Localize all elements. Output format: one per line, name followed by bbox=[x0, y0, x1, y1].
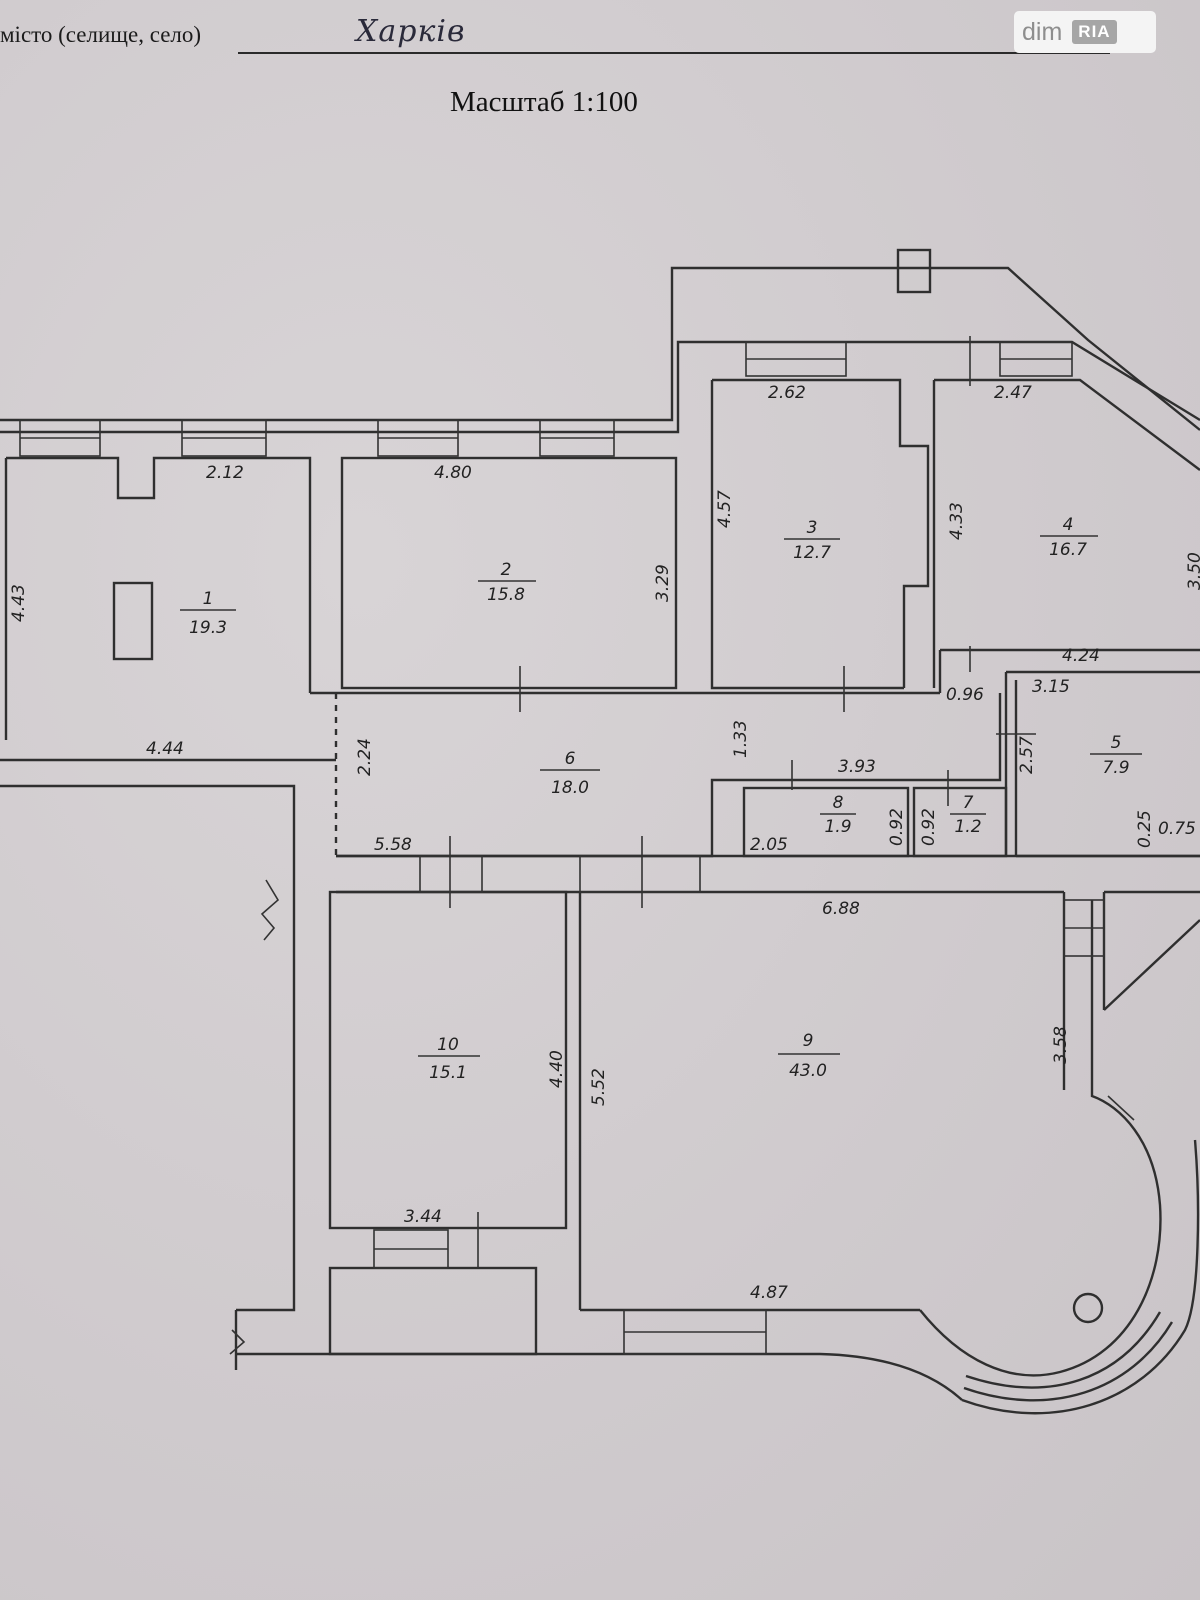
scale-label: Масштаб 1:100 bbox=[450, 86, 638, 118]
dim-r10-bottom: 3.44 bbox=[404, 1207, 442, 1227]
room-6-number: 6 bbox=[565, 749, 576, 769]
room-6-area: 18.0 bbox=[551, 778, 589, 798]
chimney bbox=[896, 248, 932, 294]
room-labels: 1 19.3 2 15.8 3 12.7 4 16.7 5 7.9 6 18.0… bbox=[180, 515, 1142, 1083]
dim-r9-height: 5.52 bbox=[589, 1068, 609, 1106]
watermark-dim: dim bbox=[1022, 17, 1063, 46]
doors bbox=[229, 336, 1135, 1355]
dim-left-top: 4.44 bbox=[146, 739, 184, 759]
room-4-area: 16.7 bbox=[1049, 540, 1087, 560]
dim-r4-side: 3.50 bbox=[1185, 552, 1200, 590]
dim-r6-bottom: 5.58 bbox=[374, 835, 412, 855]
room-2-walls bbox=[340, 456, 678, 690]
room-8-number: 8 bbox=[833, 793, 844, 813]
room-10-number: 10 bbox=[437, 1035, 459, 1055]
dim-r5-height: 2.57 bbox=[1017, 736, 1037, 774]
dim-r6-width: 3.93 bbox=[838, 757, 876, 777]
room-1-area: 19.3 bbox=[189, 618, 227, 638]
room-9-number: 9 bbox=[803, 1031, 814, 1051]
dim-r1-height: 4.43 bbox=[9, 584, 29, 622]
room-10-walls bbox=[328, 890, 568, 1230]
locality-underline bbox=[238, 52, 1110, 54]
room-7-area: 1.2 bbox=[954, 817, 981, 837]
dim-r3-width: 2.62 bbox=[768, 383, 806, 403]
dim-r5-b: 0.75 bbox=[1158, 819, 1196, 839]
dim-r2-height: 3.29 bbox=[653, 564, 673, 602]
dim-r4-bottom: 4.24 bbox=[1062, 646, 1100, 666]
room-1-number: 1 bbox=[203, 589, 214, 609]
room-8-area: 1.9 bbox=[824, 817, 851, 837]
dim-r4-width: 2.47 bbox=[994, 383, 1032, 403]
dim-r9-bottom: 4.87 bbox=[750, 1283, 788, 1303]
dim-r4-height: 4.33 bbox=[947, 502, 967, 540]
dim-r5-width: 3.15 bbox=[1032, 677, 1070, 697]
room-4-number: 4 bbox=[1063, 515, 1074, 535]
column bbox=[1072, 1292, 1104, 1324]
room-3-area: 12.7 bbox=[793, 543, 831, 563]
room-9-area: 43.0 bbox=[789, 1061, 827, 1081]
dim-passage: 0.96 bbox=[946, 685, 984, 705]
room-10-area: 15.1 bbox=[429, 1063, 467, 1083]
dim-r6-upper: 1.33 bbox=[731, 720, 751, 758]
room-2-number: 2 bbox=[501, 560, 512, 580]
dim-r6-left: 2.24 bbox=[355, 738, 375, 776]
dim-r5-a: 0.25 bbox=[1135, 810, 1155, 848]
city-handwritten: Харків bbox=[356, 14, 466, 49]
room-5-number: 5 bbox=[1111, 733, 1122, 753]
dim-r9-side: 3.58 bbox=[1051, 1026, 1071, 1064]
room-3-number: 3 bbox=[807, 518, 818, 538]
watermark-ria: RIA bbox=[1072, 20, 1117, 44]
windows bbox=[19, 341, 1105, 1355]
locality-label: місто (селище, село) bbox=[0, 22, 202, 47]
dim-r9-width: 6.88 bbox=[822, 899, 860, 919]
dim-r3-height: 4.57 bbox=[715, 490, 735, 528]
dim-r7-height: 0.92 bbox=[919, 808, 939, 846]
porch bbox=[328, 1266, 538, 1356]
stove bbox=[112, 581, 154, 661]
dim-r10-height: 4.40 bbox=[547, 1050, 567, 1088]
room-2-area: 15.8 bbox=[487, 585, 525, 605]
room-7-number: 7 bbox=[963, 793, 974, 813]
walls bbox=[0, 248, 1200, 1415]
dim-r2-width: 4.80 bbox=[434, 463, 472, 483]
dimension-labels: 2.12 4.43 4.80 3.29 2.62 4.57 2.47 4.33 … bbox=[9, 383, 1200, 1303]
dim-r1-width: 2.12 bbox=[206, 463, 244, 483]
dim-r8-height: 0.92 bbox=[887, 808, 907, 846]
room-5-area: 7.9 bbox=[1102, 758, 1129, 778]
watermark-logo: dim RIA bbox=[1014, 11, 1156, 53]
dim-r8-width: 2.05 bbox=[750, 835, 788, 855]
